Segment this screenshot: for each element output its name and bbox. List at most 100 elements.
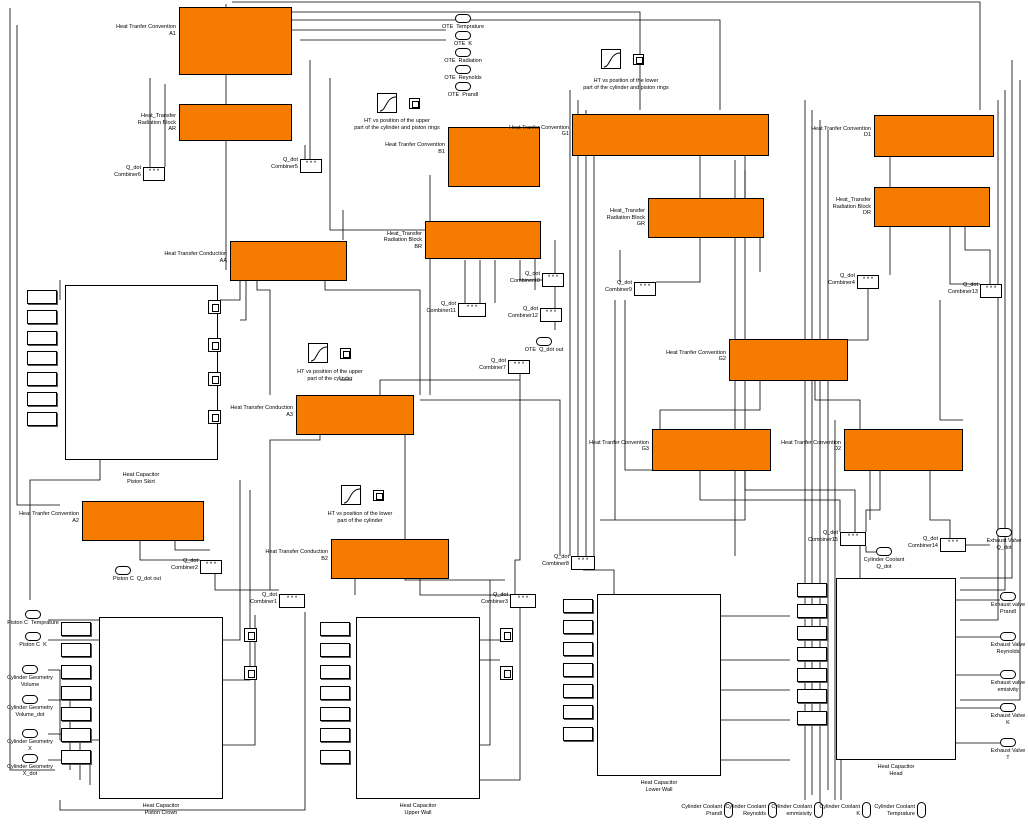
outport-2[interactable]: [1000, 703, 1016, 712]
combiner-combiner14[interactable]: * * *: [940, 538, 966, 552]
inport-5[interactable]: [814, 802, 823, 818]
constant-htpce[interactable]: [61, 664, 91, 679]
outport-3[interactable]: [455, 48, 471, 57]
inport-9[interactable]: [768, 802, 777, 818]
outport-6[interactable]: [1000, 670, 1016, 679]
heat-capacitor-upper-wall[interactable]: [356, 617, 480, 799]
port-8[interactable]: [115, 566, 131, 575]
constant-htuwk[interactable]: [320, 685, 350, 700]
constant-htpsk[interactable]: [27, 351, 57, 366]
heat-capacitor-head[interactable]: [836, 578, 956, 760]
heat-block-br[interactable]: [425, 221, 541, 259]
outport-2[interactable]: [455, 31, 471, 40]
combiner-combiner6[interactable]: * * *: [143, 167, 165, 181]
combiner-combiner2[interactable]: * * *: [200, 560, 222, 574]
constant-htuwe[interactable]: [320, 664, 350, 679]
constant-htpctic[interactable]: [61, 749, 91, 764]
inport-11[interactable]: [917, 802, 926, 818]
combiner-combiner1[interactable]: * * *: [279, 594, 305, 608]
constant-htpccp[interactable]: [61, 728, 91, 743]
heat-block-d2[interactable]: [844, 429, 963, 471]
port-9[interactable]: [876, 547, 892, 556]
constant-htpck[interactable]: [61, 685, 91, 700]
lookup-table[interactable]: [601, 49, 621, 69]
inport-7[interactable]: [25, 632, 41, 641]
constant-htuwpr[interactable]: [320, 622, 350, 636]
outport-4[interactable]: [1000, 592, 1016, 601]
constant-htlwpr[interactable]: [563, 599, 593, 613]
constant-htpsm[interactable]: [27, 371, 57, 386]
heat-block-gr[interactable]: [648, 198, 764, 238]
constant-hthpr[interactable]: [797, 583, 827, 597]
constant-htpscp[interactable]: [27, 391, 57, 406]
heat-block-a3[interactable]: [296, 395, 414, 435]
constant-htpcpr[interactable]: [61, 622, 91, 636]
constant-htpsre[interactable]: [27, 310, 57, 325]
lookup-table[interactable]: [308, 343, 328, 363]
constant-hthk[interactable]: [797, 646, 827, 661]
constant-htpstic[interactable]: [27, 412, 57, 427]
combiner-combiner7[interactable]: * * *: [508, 360, 530, 374]
constant-htlwm[interactable]: [563, 684, 593, 698]
constant-hthpre[interactable]: [797, 604, 827, 619]
lookup-table[interactable]: [341, 485, 361, 505]
constant-htuwre[interactable]: [320, 643, 350, 658]
heat-block-aa[interactable]: [230, 241, 347, 281]
constant-htlwre[interactable]: [563, 620, 593, 635]
heat-capacitor-piston-crown[interactable]: [99, 617, 223, 799]
port-12[interactable]: [996, 528, 1012, 537]
combiner-combiner13[interactable]: * * *: [980, 284, 1002, 298]
inport-14[interactable]: [22, 665, 38, 674]
constant-htlwk[interactable]: [563, 662, 593, 677]
constant-htuwcp[interactable]: [320, 728, 350, 743]
constant-htpspr[interactable]: [27, 290, 57, 304]
heat-block-dr[interactable]: [874, 187, 990, 227]
inport-6[interactable]: [25, 610, 41, 619]
heat-capacitor-piston-skirt[interactable]: [65, 285, 218, 460]
combiner-combiner8[interactable]: * * *: [571, 556, 595, 570]
combiner-combiner5[interactable]: * * *: [300, 159, 322, 173]
constant-hthcp[interactable]: [797, 689, 827, 704]
inport-16[interactable]: [22, 729, 38, 738]
heat-capacitor-lower-wall[interactable]: [597, 594, 721, 776]
heat-block-g3[interactable]: [652, 429, 771, 471]
constant-hthe[interactable]: [797, 625, 827, 640]
inport-17[interactable]: [22, 754, 38, 763]
constant-htpcre[interactable]: [61, 643, 91, 658]
lookup-table[interactable]: [377, 93, 397, 113]
outport-4[interactable]: [455, 65, 471, 74]
combiner-combiner12[interactable]: * * *: [540, 308, 562, 322]
constant-htpcm[interactable]: [61, 707, 91, 721]
constant-hthtic[interactable]: [797, 710, 827, 725]
outport-1[interactable]: [455, 14, 471, 23]
heat-block-a1[interactable]: [179, 7, 292, 75]
inport-10[interactable]: [862, 802, 871, 818]
signal-wire: [964, 227, 991, 284]
combiner-combiner10[interactable]: * * *: [542, 273, 564, 287]
combiner-combiner3[interactable]: * * *: [510, 594, 536, 608]
inport-15[interactable]: [22, 695, 38, 704]
constant-htlwe[interactable]: [563, 641, 593, 656]
outport-3[interactable]: [1000, 632, 1016, 641]
heat-block-ar[interactable]: [179, 104, 292, 141]
constant-hthm[interactable]: [797, 668, 827, 682]
combiner-combiner9[interactable]: * * *: [634, 282, 656, 296]
heat-block-g1[interactable]: [572, 114, 769, 156]
heat-block-d1[interactable]: [874, 115, 994, 157]
outport-7[interactable]: [536, 337, 552, 346]
outport-5[interactable]: [455, 82, 471, 91]
combiner-combiner4[interactable]: * * *: [857, 275, 879, 289]
constant-htuwm[interactable]: [320, 707, 350, 721]
heat-block-a2[interactable]: [82, 501, 204, 541]
combiner-combiner11[interactable]: * * *: [458, 303, 486, 317]
heat-block-b2[interactable]: [331, 539, 449, 579]
constant-htpse[interactable]: [27, 330, 57, 345]
constant-htlwtic[interactable]: [563, 726, 593, 741]
constant-htlwcp[interactable]: [563, 705, 593, 720]
inport-8[interactable]: [724, 802, 733, 818]
outport-1[interactable]: [1000, 738, 1016, 747]
constant-htuwtic[interactable]: [320, 749, 350, 764]
heat-block-b1[interactable]: [448, 127, 540, 187]
combiner-combiner15[interactable]: * * *: [840, 532, 866, 546]
heat-block-g2[interactable]: [729, 339, 848, 381]
